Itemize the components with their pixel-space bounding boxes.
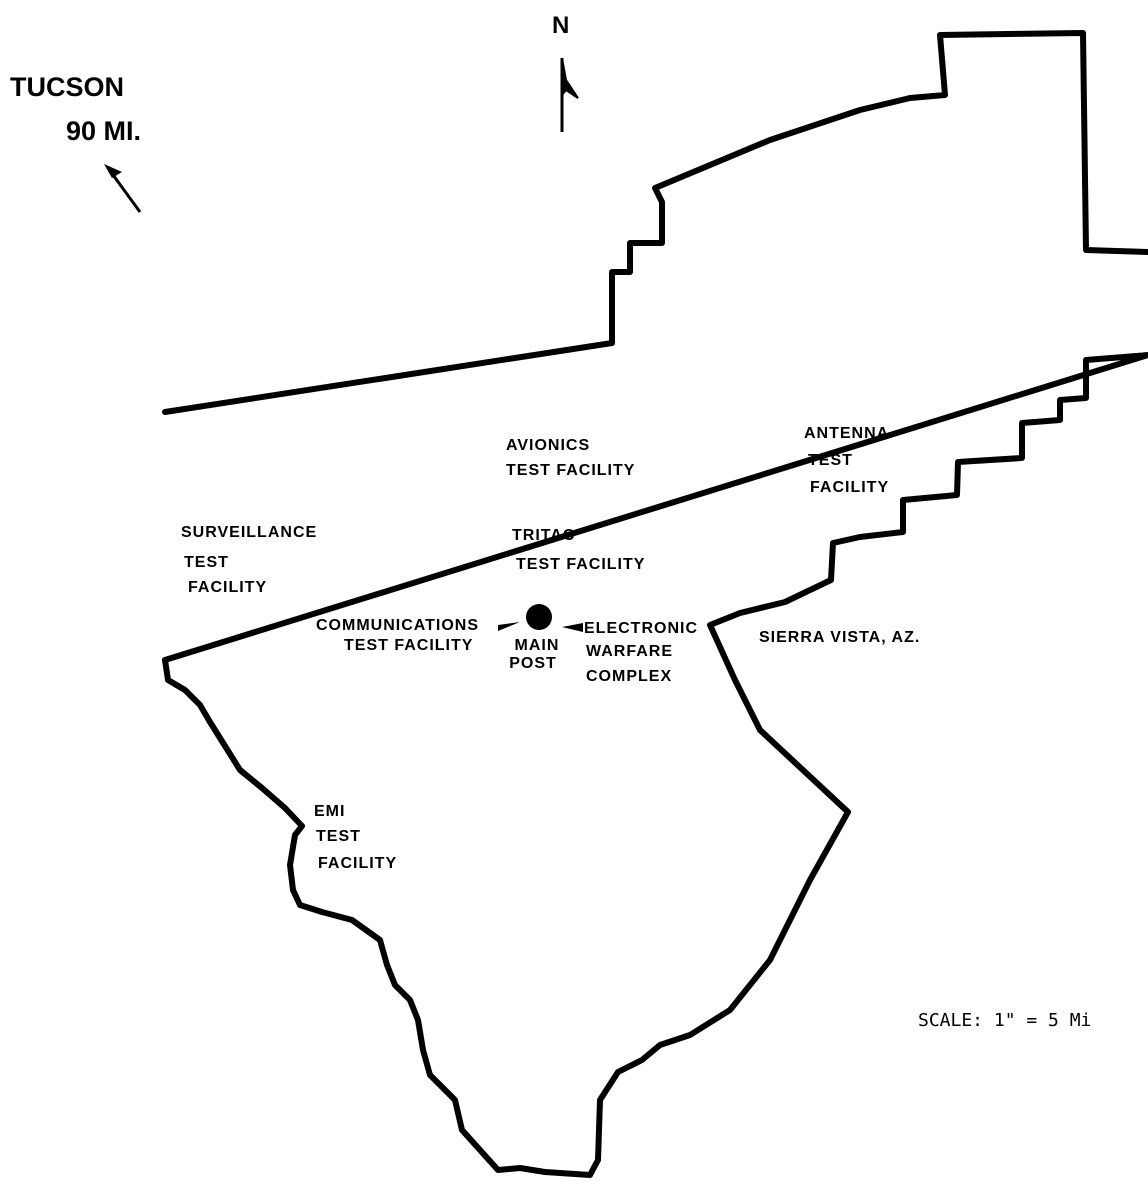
antenna-label-line3: FACILITY — [810, 479, 890, 496]
surveillance-label-line3: FACILITY — [188, 579, 268, 596]
communications-pointer-icon — [498, 622, 520, 631]
surveillance-label-line2: TEST — [184, 554, 229, 571]
electronic-warfare-label-line1: ELECTRONIC — [584, 620, 698, 637]
installation-boundary — [162, 30, 1148, 1178]
electronic-warfare-label-line3: COMPLEX — [586, 668, 673, 685]
tritac-label-line2: TEST FACILITY — [516, 556, 646, 573]
north-label: N — [552, 12, 570, 39]
scale-label: SCALE: 1" = 5 Mi — [918, 1010, 1092, 1031]
main-post-marker — [526, 604, 552, 630]
surveillance-label-line1: SURVEILLANCE — [181, 524, 318, 541]
avionics-label-line1: AVIONICS — [506, 437, 591, 454]
tucson-label: TUCSON — [10, 72, 124, 102]
emi-label-line3: FACILITY — [318, 855, 398, 872]
main-post-label-line2: POST — [509, 655, 557, 672]
communications-label-line1: COMMUNICATIONS — [316, 617, 480, 634]
avionics-label-line2: TEST FACILITY — [506, 462, 636, 479]
antenna-label-line1: ANTENNA — [804, 425, 890, 442]
emi-label-line2: TEST — [316, 828, 361, 845]
north-arrow-icon — [560, 57, 579, 132]
tritac-label-line1: TRITAC — [512, 527, 576, 544]
communications-label-line2: TEST FACILITY — [344, 637, 474, 654]
tucson-direction-arrow-icon — [104, 164, 142, 213]
electronic-warfare-pointer-icon — [562, 623, 583, 632]
antenna-label-line2: TEST — [808, 452, 853, 469]
electronic-warfare-label-line2: WARFARE — [586, 643, 673, 660]
emi-label-line1: EMI — [314, 803, 346, 820]
main-post-label-line1: MAIN — [514, 637, 560, 654]
sierra-vista-label: SIERRA VISTA, AZ. — [759, 629, 921, 646]
tucson-distance-label: 90 MI. — [66, 116, 142, 146]
